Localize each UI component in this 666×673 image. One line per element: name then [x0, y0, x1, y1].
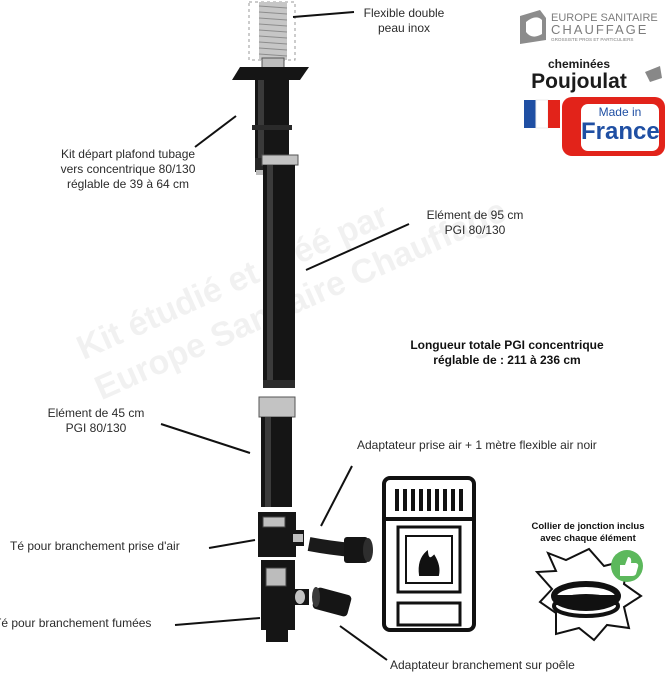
label-flexible: Flexible double peau inox — [344, 6, 464, 36]
label-element-45-line-2: PGI 80/130 — [65, 421, 127, 435]
label-element-95-line-1: Elément de 95 cm — [426, 208, 524, 222]
flexible-inox-pipe — [248, 1, 296, 61]
made-in-line: Made in — [598, 105, 642, 119]
te-fumees — [261, 560, 309, 642]
element-45cm-pipe — [258, 396, 296, 507]
adaptateur-prise-air — [307, 537, 373, 563]
adaptateur-poele — [312, 587, 352, 617]
label-longueur-line-1: Longueur totale PGI concentrique — [410, 338, 604, 352]
label-longueur-line-2: réglable de : 211 à 236 cm — [433, 353, 581, 367]
europe-sanitaire-tagline: GROSSISTE PROS ET PARTICULIERS — [551, 37, 634, 42]
poujoulat-mascot-icon — [645, 66, 662, 82]
poujoulat-logo: cheminées Poujoulat — [514, 58, 644, 94]
poujoulat-line-2: Poujoulat — [531, 70, 627, 93]
label-te-fumees: Té pour branchement fumées — [0, 616, 152, 630]
label-longueur-totale: Longueur totale PGI concentrique réglabl… — [400, 338, 614, 368]
label-te-air: Té pour branchement prise d'air — [10, 539, 180, 553]
label-kit-depart-line-3: réglable de 39 à 64 cm — [66, 177, 190, 191]
label-adaptateur-poele: Adaptateur branchement sur poêle — [390, 658, 575, 672]
label-kit-depart: Kit départ plafond tubage vers concentri… — [40, 147, 216, 192]
label-collier-line-1: Collier de jonction inclus — [531, 521, 645, 532]
europe-sanitaire-name: EUROPE SANITAIRE CHAUFFAGE GROSSISTE PRO… — [551, 12, 658, 43]
label-kit-depart-line-2: vers concentrique 80/130 — [60, 162, 196, 176]
made-in-france-badge — [562, 97, 665, 156]
label-kit-depart-line-1: Kit départ plafond tubage — [60, 147, 196, 161]
thumbs-up-icon — [611, 550, 643, 582]
label-flexible-line-1: Flexible double — [363, 6, 445, 20]
stove-grille — [395, 489, 463, 511]
europe-sanitaire-line-2: CHAUFFAGE — [551, 22, 649, 37]
french-flag-icon — [524, 99, 560, 129]
label-adaptateur-air: Adaptateur prise air + 1 mètre flexible … — [357, 438, 597, 452]
stove-icon — [382, 476, 476, 632]
europe-sanitaire-logo — [520, 10, 546, 44]
label-collier: Collier de jonction inclus avec chaque é… — [518, 521, 658, 545]
leader-lines — [160, 11, 410, 661]
label-flexible-line-2: peau inox — [377, 21, 431, 35]
europe-sanitaire-line-1: EUROPE SANITAIRE — [551, 12, 658, 24]
france-line: France — [581, 118, 660, 145]
element-95cm-pipe — [261, 154, 299, 388]
label-element-45-line-1: Elément de 45 cm — [47, 406, 145, 420]
made-in-france-text: Made in France — [581, 105, 660, 146]
poujoulat-line-1: cheminées — [547, 57, 611, 71]
label-element-95: Elément de 95 cm PGI 80/130 — [412, 208, 538, 238]
label-collier-line-2: avec chaque élément — [540, 533, 636, 544]
label-element-95-line-2: PGI 80/130 — [444, 223, 506, 237]
label-element-45: Elément de 45 cm PGI 80/130 — [28, 406, 164, 436]
te-prise-air — [258, 512, 304, 557]
